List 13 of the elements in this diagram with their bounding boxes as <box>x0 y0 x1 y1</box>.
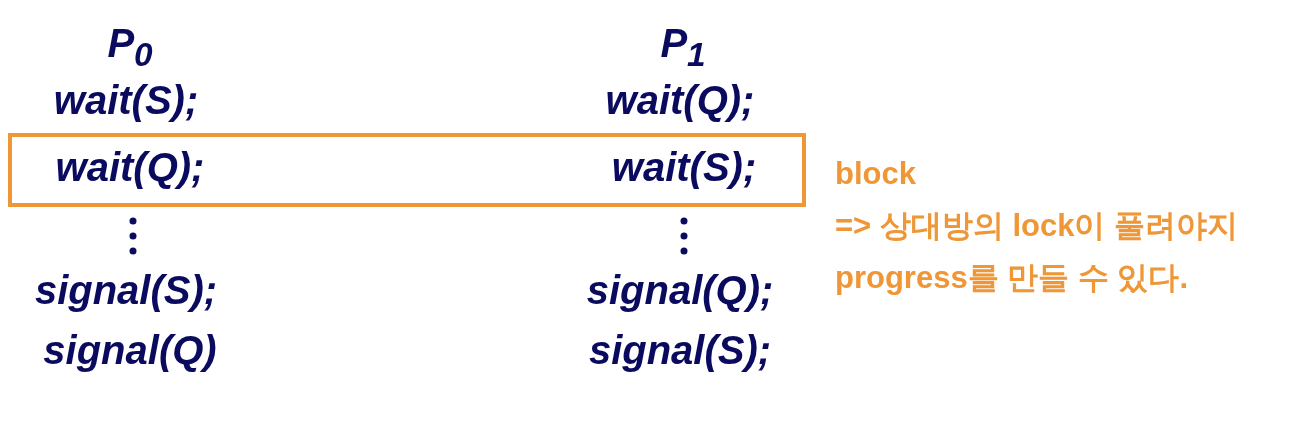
process-heading: P$_{0}$ <box>107 20 153 75</box>
code-line: wait(Q); <box>605 77 755 123</box>
note-text: block <box>835 155 917 193</box>
code-line: wait(Q); <box>55 144 205 190</box>
code-line: signal(S); <box>588 327 772 373</box>
code-line: signal(S); <box>34 267 218 313</box>
code-line: signal(Q); <box>586 267 774 313</box>
highlight-box <box>8 133 806 207</box>
code-line: signal(Q) <box>43 327 217 373</box>
note-text: => 상대방의 lock이 풀려야지 progress를 만들 수 있다. <box>835 207 1240 297</box>
code-line: wait(S); <box>611 144 757 190</box>
process-heading: P$_{1}$ <box>660 20 706 75</box>
code-line: wait(S); <box>53 77 199 123</box>
